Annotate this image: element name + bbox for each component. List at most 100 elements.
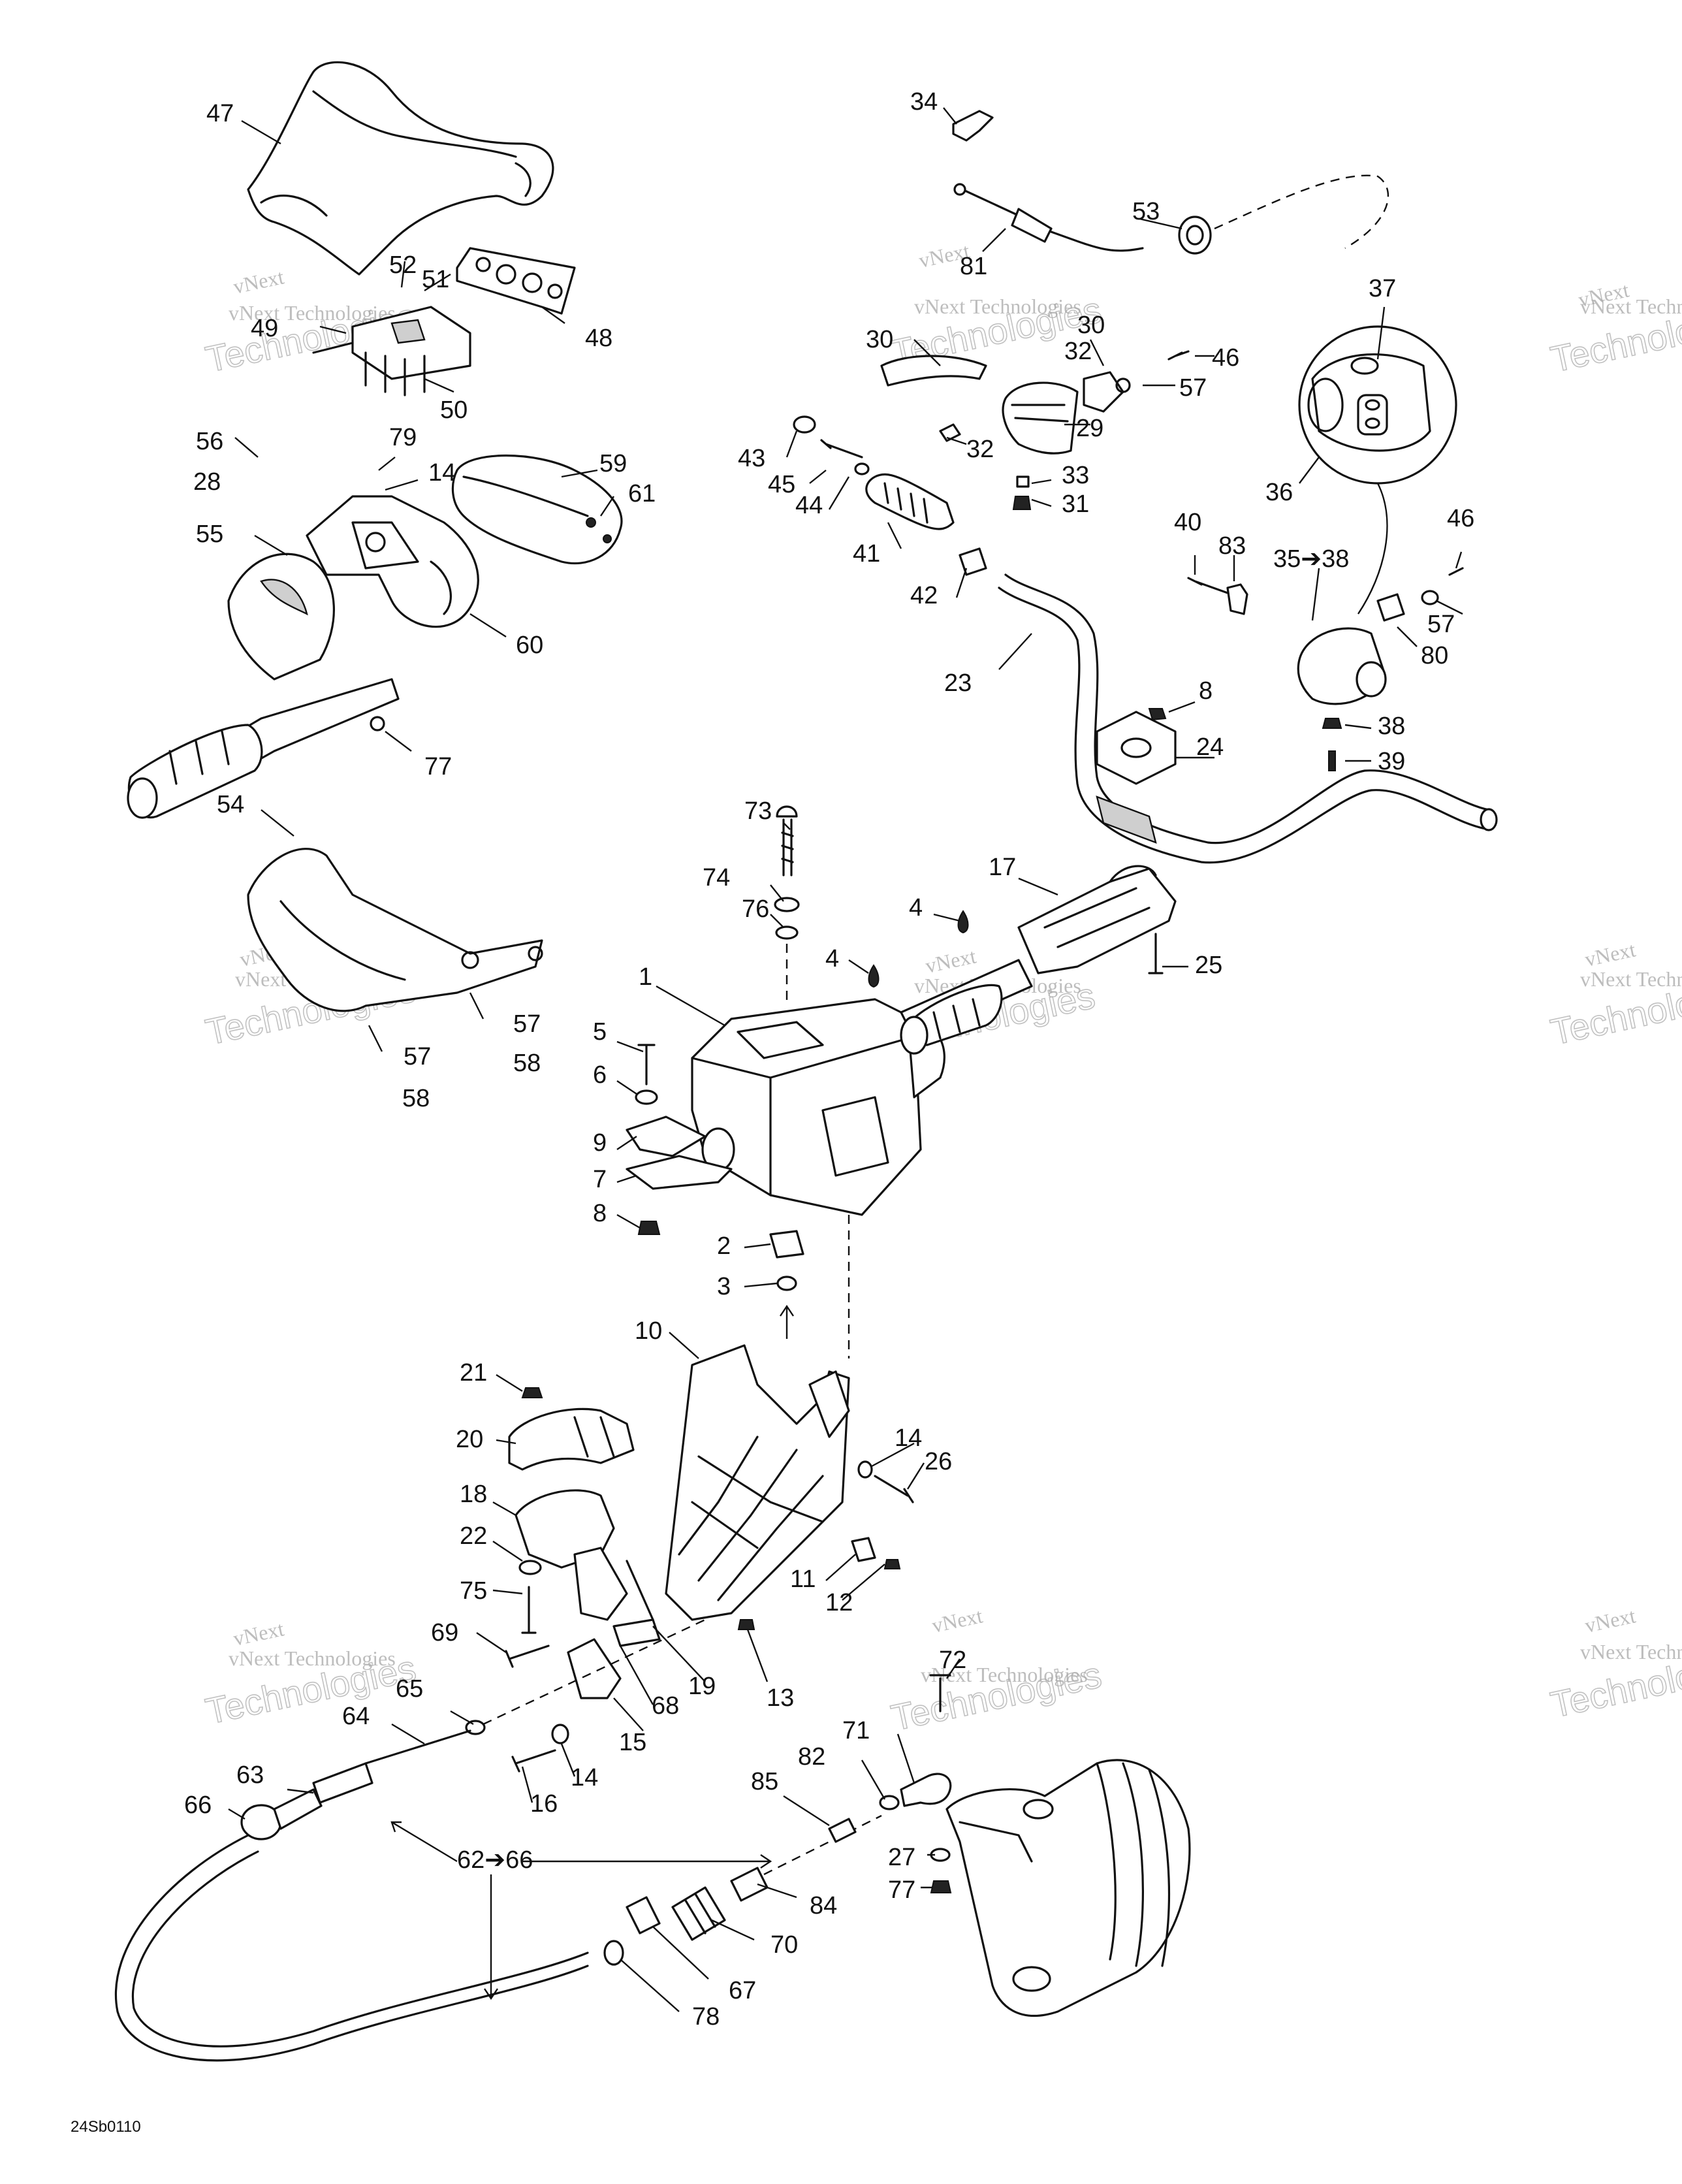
part-ball-joint-71 (900, 1773, 952, 1807)
alignment-arrow (780, 1304, 794, 1339)
callout-label: 8 (593, 1200, 607, 1227)
callout-label: 29 (1076, 415, 1103, 442)
callout-label: 32 (1064, 338, 1092, 365)
callout-label: 44 (795, 492, 823, 519)
leader-line (319, 261, 565, 393)
callout-label: 18 (460, 1481, 487, 1508)
callout-label: 14 (895, 1424, 922, 1452)
callout-label: 48 (585, 325, 612, 352)
callout-label: 46 (1212, 344, 1239, 372)
callout-label: 57 (1179, 374, 1207, 402)
leader-line (770, 822, 1188, 974)
callout-label: 57 (404, 1043, 431, 1070)
callout-label: 47 (206, 100, 234, 127)
part-cable-end (240, 1729, 471, 1840)
part-nut-21 (521, 1387, 543, 1398)
leader-line (241, 120, 281, 145)
callout-label: 32 (966, 436, 994, 463)
callout-label: 24 (1196, 733, 1224, 761)
leader-line (261, 809, 484, 1052)
part-nut-8 (637, 1221, 661, 1235)
part-grip-assembly (127, 553, 400, 819)
part-screw-46 (1448, 567, 1464, 576)
callout-label: 51 (422, 266, 449, 293)
callout-label: 53 (1132, 198, 1160, 225)
callout-label: 5 (593, 1018, 607, 1046)
callout-label: 59 (599, 450, 627, 477)
part-steering-cable (114, 1834, 589, 2062)
callout-label: 33 (1062, 462, 1089, 489)
zoom-leader (1357, 483, 1388, 615)
part-bushing-67 (626, 1896, 661, 1935)
watermark-text: vNext (930, 1603, 985, 1637)
callout-label: 60 (516, 632, 543, 659)
callout-label: 38 (1378, 713, 1405, 740)
callout-label: 1 (639, 963, 652, 991)
leader-line (785, 107, 1214, 670)
callout-label: 58 (402, 1085, 430, 1112)
part-lever-housing (1017, 865, 1177, 974)
callout-label: 4 (825, 945, 839, 972)
callout-label: 57 (513, 1010, 541, 1038)
reference-code: 24Sb0110 (71, 2118, 141, 2136)
callout-label: 80 (1421, 642, 1448, 669)
part-clamp-upper (508, 1407, 635, 1471)
callout-label: 30 (1077, 312, 1105, 339)
callout-label: 82 (798, 1743, 825, 1771)
part-steering-cable (131, 1850, 589, 2048)
callout-label: 81 (960, 253, 987, 280)
callout-label: 28 (193, 468, 221, 496)
callout-label: 55 (196, 521, 223, 548)
callout-label: 30 (866, 326, 893, 353)
lubricant-drop-icon (957, 910, 969, 934)
callout-label: 73 (744, 797, 772, 825)
part-clamp-lower (515, 1489, 628, 1621)
part-nut-3 (776, 1276, 797, 1291)
callout-label: 64 (342, 1703, 370, 1730)
callout-label: 49 (251, 315, 278, 342)
arrow-line (390, 1821, 458, 1863)
callout-label: 21 (460, 1359, 487, 1387)
part-bolt-19 (626, 1560, 654, 1621)
part-indicator-panel (456, 247, 576, 315)
part-support-bracket (312, 306, 471, 396)
part-tube-84 (730, 1867, 769, 1902)
callout-label: 40 (1174, 509, 1201, 536)
callout-label: 74 (703, 864, 730, 891)
part-bolt-75 (521, 1586, 537, 1634)
callout-label: 78 (692, 2003, 720, 2031)
callout-label: 27 (888, 1844, 915, 1871)
arrow-line (522, 1854, 772, 1869)
callout-label: 3 (717, 1273, 731, 1300)
callout-label: 23 (944, 669, 972, 697)
part-handlebar (998, 573, 1498, 864)
callout-label: 58 (513, 1050, 541, 1077)
callout-label: 8 (1199, 677, 1213, 705)
callout-label: 65 (396, 1675, 423, 1703)
part-switch-housing (1297, 593, 1405, 705)
part-fitting-70 (671, 1886, 726, 1941)
part-bolt-72 (929, 1674, 951, 1712)
callout-label: 20 (456, 1426, 483, 1453)
watermark-text: vNext Technologies (229, 1646, 396, 1670)
callout-label: 37 (1369, 275, 1396, 302)
callout-label: 43 (738, 445, 765, 472)
callout-label: 62➔66 (457, 1846, 533, 1874)
callout-label: 9 (593, 1129, 607, 1157)
callout-label: 66 (184, 1791, 212, 1819)
dashed-route (1214, 174, 1389, 249)
part-plate-7 (626, 1155, 733, 1190)
part-handlebar-clamp (1096, 708, 1177, 785)
callout-label: 72 (939, 1646, 966, 1674)
part-block-2 (769, 1230, 804, 1259)
part-washer-14b (551, 1724, 569, 1744)
part-bolt-5 (637, 1044, 656, 1085)
callout-label: 69 (431, 1619, 458, 1646)
arrow-line (484, 1874, 498, 2000)
part-bolt-25 (1148, 933, 1164, 974)
callout-label: 84 (810, 1892, 837, 1919)
callout-label: 61 (628, 480, 656, 507)
watermark-text: vNext (1583, 937, 1638, 971)
callout-label: 4 (909, 894, 923, 922)
part-clip (952, 110, 994, 142)
